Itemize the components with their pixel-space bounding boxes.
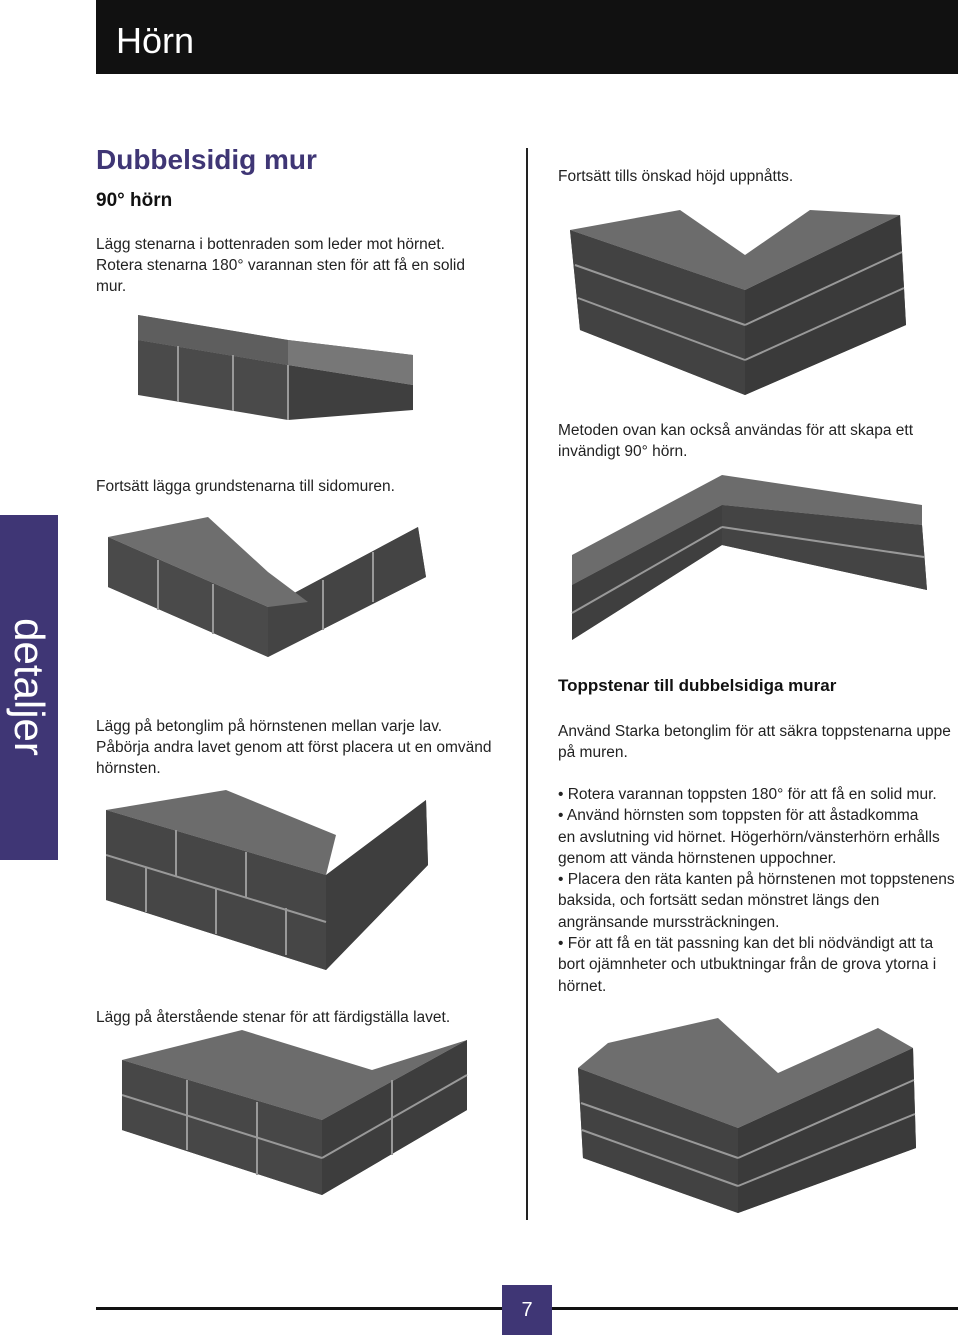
wall-illustration-base-row: [138, 315, 413, 420]
instruction-text: Fortsätt lägga grundstenarna till sidomu…: [96, 478, 395, 495]
page-number-box: 7: [502, 1285, 552, 1335]
wall-illustration-inside-corner: [571, 475, 927, 640]
list-item: angränsande murssträckningen.: [558, 913, 780, 931]
instruction-text: mur.: [96, 278, 127, 295]
instruction-text: Rotera stenarna 180° varannan sten för a…: [96, 257, 465, 274]
instruction-text: Lägg på betonglim på hörnstenen mellan v…: [96, 718, 443, 735]
wall-illustration-capstones: [578, 1018, 916, 1213]
page-header: Hörn: [96, 0, 958, 74]
section-subheading: 90° hörn: [96, 190, 173, 211]
column-divider: [526, 148, 528, 1220]
wall-illustration-full-height: [570, 210, 906, 395]
list-item: bort ojämnheter och utbuktningar från de…: [558, 956, 937, 974]
instruction-text: Metoden ovan kan också användas för att …: [558, 422, 914, 439]
list-item: • Rotera varannan toppsten 180° för att …: [558, 786, 937, 803]
bullet-list: • Rotera varannan toppsten 180° för att …: [558, 784, 958, 997]
page-title: Hörn: [116, 20, 195, 61]
instruction-text: Lägg på återstående stenar för att färdi…: [96, 1009, 451, 1026]
instruction-text: invändigt 90° hörn.: [558, 443, 688, 460]
wall-illustration-corner-base: [108, 517, 426, 657]
list-item: • Använd hörnsten som toppsten för att å…: [558, 807, 919, 825]
list-item: genom att vända hörnstenen uppochner.: [558, 849, 837, 867]
instruction-text: Lägg stenarna i bottenraden som leder mo…: [96, 236, 445, 253]
instruction-text: Använd Starka betonglim för att säkra to…: [558, 723, 951, 740]
section-tab-label: detaljer: [6, 618, 53, 756]
section-heading: Dubbelsidig mur: [96, 144, 317, 175]
wall-illustration-completed-course: [122, 1030, 468, 1195]
wall-illustration-second-course: [106, 790, 428, 970]
list-item: baksida, och fortsätt sedan mönstret län…: [558, 892, 880, 910]
instruction-text: hörnsten.: [96, 760, 161, 777]
instruction-text: på muren.: [558, 744, 628, 761]
section-tab: detaljer: [0, 515, 58, 860]
section-heading-toppstenar: Toppstenar till dubbelsidiga murar: [558, 676, 837, 695]
instruction-text: Påbörja andra lavet genom att först plac…: [96, 739, 492, 756]
list-item: hörnet.: [558, 977, 607, 995]
list-item: • För att få en tät passning kan det bli…: [558, 935, 934, 953]
instruction-text: Fortsätt tills önskad höjd uppnåtts.: [558, 168, 794, 185]
list-item: en avslutning vid hörnet. Högerhörn/väns…: [558, 828, 940, 846]
list-item: • Placera den räta kanten på hörnstenen …: [558, 871, 955, 889]
page-number: 7: [521, 1299, 533, 1321]
